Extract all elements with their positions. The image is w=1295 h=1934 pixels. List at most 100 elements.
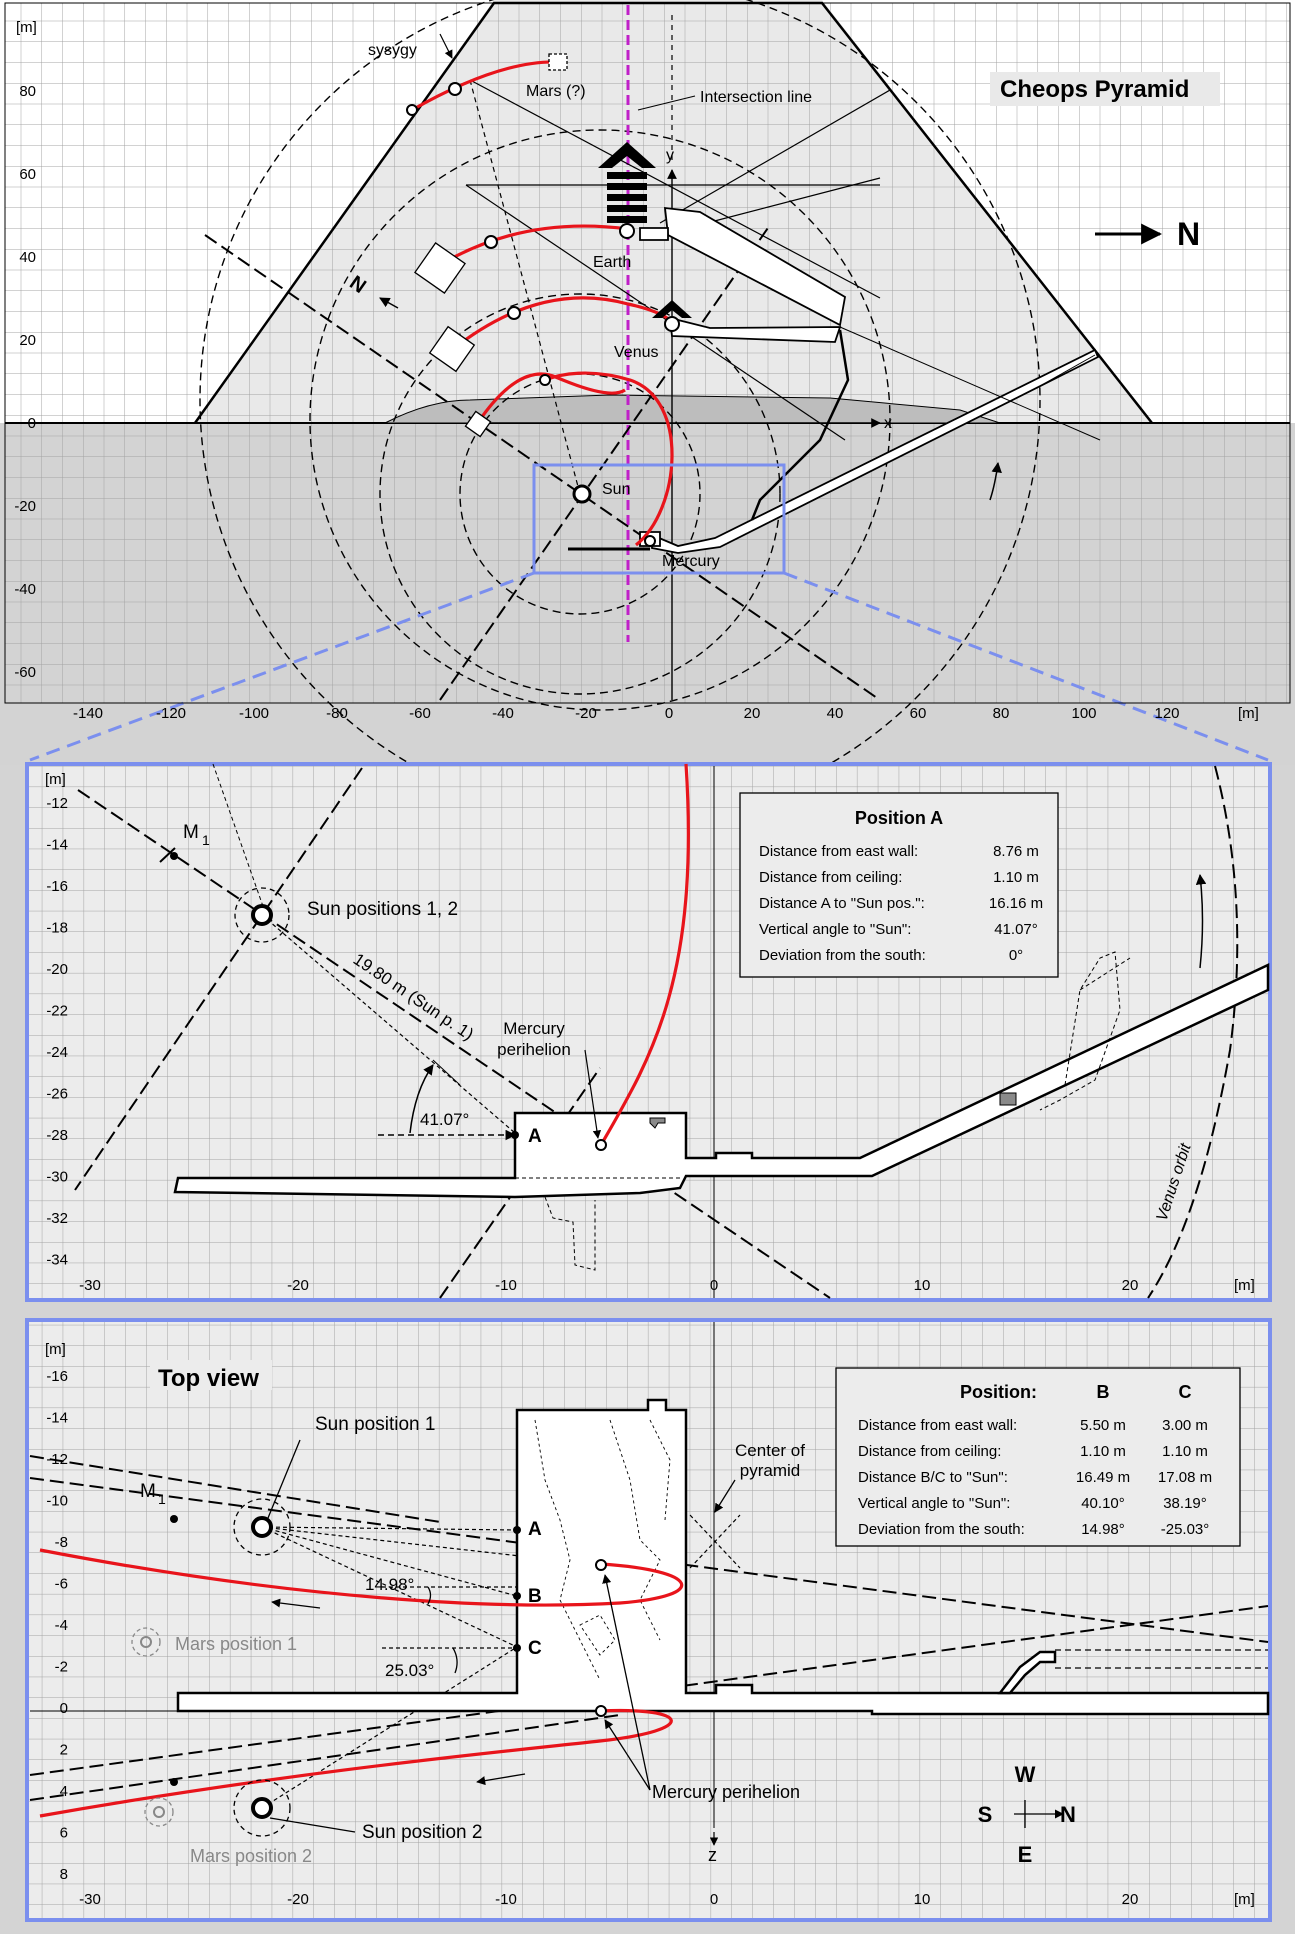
svg-text:0°: 0° bbox=[1009, 947, 1023, 964]
tick-label: -140 bbox=[73, 705, 103, 722]
svg-text:Distance from east wall:: Distance from east wall: bbox=[759, 843, 918, 860]
tick-label: 20 bbox=[744, 705, 761, 722]
tick-label: -20 bbox=[575, 705, 597, 722]
sun-axes bbox=[204, 224, 881, 701]
tick-label: -6 bbox=[55, 1576, 68, 1593]
m1-label: M bbox=[183, 822, 199, 843]
svg-text:Vertical angle to "Sun":: Vertical angle to "Sun": bbox=[759, 921, 911, 938]
tick-label: -32 bbox=[46, 1210, 68, 1227]
tick-label: 40 bbox=[827, 705, 844, 722]
top-grid bbox=[5, 3, 1290, 703]
tilted-squares bbox=[414, 53, 568, 438]
label-venus: Venus bbox=[614, 344, 658, 361]
svg-text:N: N bbox=[1060, 1802, 1076, 1827]
label-sun: Sun bbox=[602, 481, 630, 498]
zoom-frame-side bbox=[25, 762, 1272, 1302]
chamber-structure bbox=[173, 963, 1270, 1199]
svg-text:1.10 m: 1.10 m bbox=[993, 869, 1039, 886]
tick-label: -24 bbox=[46, 1044, 68, 1061]
tick-label: -16 bbox=[46, 878, 68, 895]
svg-text:Distance from east wall:: Distance from east wall: bbox=[858, 1417, 1017, 1434]
tick-label: 0 bbox=[710, 1277, 718, 1294]
tick-label: -20 bbox=[287, 1277, 309, 1294]
tick-label: -40 bbox=[14, 581, 36, 598]
tick-label: 100 bbox=[1071, 705, 1096, 722]
tick-label: 20 bbox=[1122, 1277, 1139, 1294]
tick-label: -10 bbox=[495, 1891, 517, 1908]
tick-label: -80 bbox=[326, 705, 348, 722]
svg-text:1.10 m: 1.10 m bbox=[1080, 1443, 1126, 1460]
tick-label: 80 bbox=[19, 83, 36, 100]
point-a-marker bbox=[511, 1131, 519, 1139]
tick-label: 80 bbox=[993, 705, 1010, 722]
tick-label: -26 bbox=[46, 1086, 68, 1103]
tick-label: -60 bbox=[409, 705, 431, 722]
m1-sub: 1 bbox=[202, 832, 210, 848]
tick-label: -18 bbox=[46, 920, 68, 937]
svg-text:40.10°: 40.10° bbox=[1081, 1495, 1125, 1512]
point-c-label: C bbox=[528, 1638, 542, 1659]
zoom-rectangle bbox=[532, 463, 786, 575]
tick-label: -28 bbox=[46, 1127, 68, 1144]
label-intersection: Intersection line bbox=[700, 89, 812, 106]
z-axis-label: z bbox=[708, 1845, 717, 1865]
middle-y-ticks: -12-14-16-18-20-22-24-26-28-30-32-34 bbox=[46, 795, 68, 1269]
tick-label: -10 bbox=[495, 1277, 517, 1294]
label-y-axis: y bbox=[666, 147, 674, 164]
svg-text:5.50 m: 5.50 m bbox=[1080, 1417, 1126, 1434]
m1-top-sub: 1 bbox=[158, 1491, 166, 1507]
mars-position-2-marker bbox=[144, 1797, 174, 1827]
label-sysygy: sysygy bbox=[368, 42, 417, 59]
north-label: N bbox=[1177, 216, 1200, 252]
mars-position-2-label: Mars position 2 bbox=[190, 1846, 312, 1866]
sun-positions-marker bbox=[251, 904, 273, 926]
svg-text:C: C bbox=[1179, 1382, 1192, 1402]
sun-position-1-label: Sun position 1 bbox=[315, 1414, 435, 1435]
svg-text:B: B bbox=[1097, 1382, 1110, 1402]
bottom-panel: Position: B C Distance from east wall: 5… bbox=[25, 1318, 1272, 1922]
tick-label: -16 bbox=[46, 1368, 68, 1385]
tick-label: 0 bbox=[60, 1700, 68, 1717]
tick-label: -30 bbox=[46, 1169, 68, 1186]
tick-label: -120 bbox=[156, 705, 186, 722]
svg-text:17.08 m: 17.08 m bbox=[1158, 1469, 1212, 1486]
point-a-label: A bbox=[528, 1126, 542, 1147]
tick-label: -14 bbox=[46, 837, 68, 854]
tick-label: -30 bbox=[79, 1891, 101, 1908]
top-y-unit: [m] bbox=[16, 19, 37, 36]
svg-text:1.10 m: 1.10 m bbox=[1162, 1443, 1208, 1460]
tick-label: -20 bbox=[14, 498, 36, 515]
svg-text:E: E bbox=[1018, 1842, 1033, 1867]
svg-text:-25.03°: -25.03° bbox=[1161, 1521, 1210, 1538]
sun-position-2-label: Sun position 2 bbox=[362, 1822, 482, 1843]
middle-y-unit: [m] bbox=[45, 771, 66, 788]
angle-b-label: 14.98° bbox=[365, 1575, 414, 1594]
bottom-x-unit: [m] bbox=[1234, 1891, 1255, 1908]
sun-position-2-marker bbox=[251, 1797, 273, 1819]
position-a-title: Position A bbox=[855, 808, 943, 828]
tick-label: 60 bbox=[910, 705, 927, 722]
angle-label: 41.07° bbox=[420, 1110, 469, 1129]
perihelion-b-marker bbox=[595, 1705, 607, 1717]
svg-text:Deviation from the south:: Deviation from the south: bbox=[759, 947, 926, 964]
mars-position-1-label: Mars position 1 bbox=[175, 1634, 297, 1654]
label-earth: Earth bbox=[593, 254, 631, 271]
point-b-label: B bbox=[528, 1586, 542, 1607]
label-x-axis: x bbox=[884, 415, 892, 432]
m1-marker bbox=[170, 852, 178, 860]
tick-label: 6 bbox=[60, 1825, 68, 1842]
svg-text:Distance A to "Sun pos.":: Distance A to "Sun pos.": bbox=[759, 895, 925, 912]
center-label-2: pyramid bbox=[740, 1461, 800, 1480]
pyramid-title: Cheops Pyramid bbox=[1000, 76, 1189, 103]
tick-label: -12 bbox=[46, 795, 68, 812]
mars-position-1-marker bbox=[131, 1627, 161, 1657]
tick-label: -22 bbox=[46, 1003, 68, 1020]
tick-label: 0 bbox=[28, 415, 36, 432]
svg-text:14.98°: 14.98° bbox=[1081, 1521, 1125, 1538]
top-view-title: Top view bbox=[158, 1365, 259, 1392]
tick-label: -12 bbox=[46, 1451, 68, 1468]
svg-text:S: S bbox=[978, 1802, 993, 1827]
